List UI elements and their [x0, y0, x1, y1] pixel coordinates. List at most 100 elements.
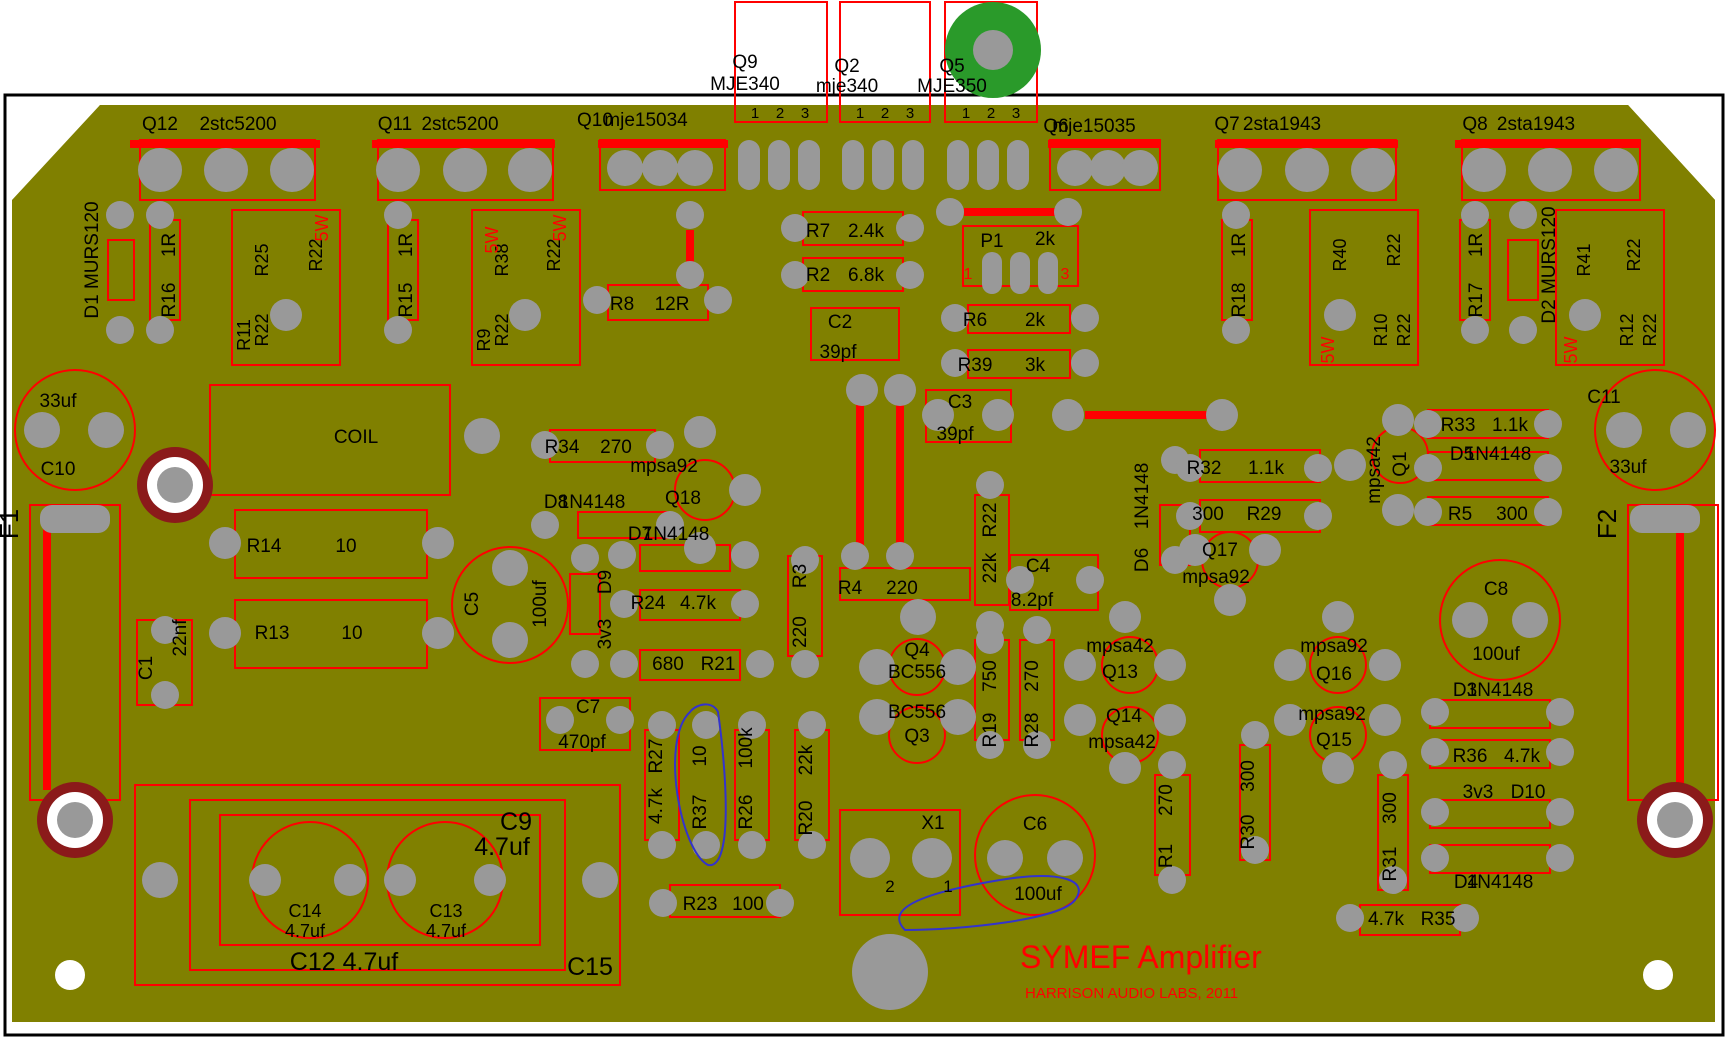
- label-r35: R35: [1421, 909, 1456, 930]
- label-r22vv: 22k: [980, 552, 1001, 583]
- label-p1n3: 3: [1061, 266, 1070, 283]
- label-r34v: 270: [600, 437, 632, 458]
- label-r10: R10: [1371, 313, 1391, 346]
- label-r33: R33: [1441, 415, 1476, 436]
- label-q16a: mpsa92: [1300, 636, 1368, 657]
- label-q8: Q8: [1462, 114, 1487, 135]
- label-c2v: 39pf: [820, 342, 858, 363]
- label-c3v: 39pf: [937, 424, 975, 445]
- label-q3v: BC556: [888, 702, 946, 723]
- label-d9: D9: [595, 570, 616, 594]
- label-r22f: R22: [1394, 313, 1414, 346]
- label-r30: R30: [1238, 815, 1259, 850]
- label-c14: C14: [288, 901, 321, 921]
- label-r19: R19: [980, 713, 1001, 748]
- label-d10a: 3v3: [1463, 782, 1494, 803]
- label-c13: C13: [429, 901, 462, 921]
- label-p1: P1: [980, 231, 1003, 252]
- label-r9: R9: [474, 328, 494, 351]
- label-d2: D2 MURS120: [1539, 206, 1560, 323]
- label-d5v: 1N4148: [1465, 444, 1532, 465]
- label-r36v: 4.7k: [1504, 746, 1540, 767]
- label-d1: D1 MURS120: [82, 201, 103, 318]
- label-r16: R16: [159, 283, 180, 318]
- label-r6: R6: [963, 310, 987, 331]
- label-q6: Q6: [1043, 116, 1068, 137]
- label-c9v: 4.7uf: [474, 833, 530, 861]
- label-q1v: mpsa42: [1364, 436, 1385, 504]
- label-c8v: 100uf: [1472, 644, 1520, 665]
- label-d3: D3: [1453, 680, 1477, 701]
- label-d3v: 1N4148: [1467, 680, 1534, 701]
- label-r17v: 1R: [1466, 233, 1487, 257]
- label-p1c: 1: [962, 105, 970, 122]
- label-c4v: 8.2pf: [1011, 590, 1054, 611]
- label-r4v: 220: [886, 578, 918, 599]
- label-c1v: 22nf: [170, 619, 191, 657]
- label-q2: Q2: [834, 56, 859, 77]
- label-d4v: 1N4148: [1467, 872, 1534, 893]
- label-c5: C5: [462, 592, 483, 616]
- label-r23v: 100: [732, 894, 764, 915]
- label-r19v: 750: [980, 660, 1001, 692]
- label-q7t: 2sta1943: [1243, 114, 1321, 135]
- label-r3: R3: [790, 564, 811, 588]
- label-q6t: mje15035: [1052, 116, 1135, 137]
- label-q18: Q18: [665, 488, 701, 509]
- label-r5v: 300: [1496, 504, 1528, 525]
- label-r14v: 10: [335, 536, 356, 557]
- copper-top-left: [12, 105, 150, 250]
- label-r35v: 4.7k: [1368, 909, 1404, 930]
- label-q4v: BC556: [888, 662, 946, 683]
- label-w5b: 5W: [482, 226, 502, 253]
- label-c5v: 100uf: [530, 580, 551, 628]
- label-q10: Q10: [577, 110, 613, 131]
- label-c2: C2: [828, 312, 852, 333]
- label-p1v: 2k: [1035, 229, 1056, 250]
- label-r3v: 220: [790, 616, 811, 648]
- label-c15: C15: [567, 953, 613, 981]
- label-r1v: 270: [1156, 784, 1177, 816]
- label-r5: R5: [1448, 504, 1472, 525]
- label-d7v: 1N4148: [643, 524, 710, 545]
- label-p3b: 3: [906, 105, 914, 122]
- label-q5: Q5: [939, 56, 964, 77]
- label-r41: R41: [1574, 243, 1594, 276]
- label-r36: R36: [1453, 746, 1488, 767]
- label-q10t: mje15034: [604, 110, 688, 131]
- label-mje350: MJE350: [917, 76, 987, 97]
- label-r23: R23: [683, 894, 718, 915]
- label-r22e: R22: [1384, 233, 1404, 266]
- label-q12: Q12: [142, 114, 178, 135]
- label-mje340a: MJE340: [710, 74, 780, 95]
- label-r22a: R22: [306, 238, 326, 271]
- label-c1: C1: [136, 656, 157, 680]
- label-w5c: 5W: [550, 214, 570, 241]
- label-r22v: R22: [980, 503, 1001, 538]
- label-q3: Q3: [904, 726, 929, 747]
- label-r26v: 100k: [736, 727, 757, 769]
- red-heavy-traces: [43, 140, 1684, 790]
- label-q4: Q4: [904, 640, 930, 661]
- label-r40: R40: [1330, 238, 1350, 271]
- label-c6: C6: [1023, 814, 1047, 835]
- label-r2: R2: [806, 265, 830, 286]
- label-r15v: 1R: [396, 233, 417, 257]
- label-r31v: 300: [1380, 792, 1401, 824]
- hand-annotations: [674, 703, 1080, 932]
- label-r4: R4: [838, 578, 863, 599]
- label-r29: R29: [1247, 504, 1282, 525]
- label-r24v: 4.7k: [680, 593, 716, 614]
- label-w5e: 5W: [1561, 336, 1581, 363]
- label-p1b: 1: [856, 105, 864, 122]
- label-q13a: mpsa42: [1086, 636, 1154, 657]
- label-r14: R14: [247, 536, 282, 557]
- label-q17: Q17: [1202, 540, 1238, 561]
- label-r33v: 1.1k: [1492, 415, 1528, 436]
- label-q12t: 2stc5200: [199, 114, 276, 135]
- label-r24: R24: [631, 593, 666, 614]
- label-r26: R26: [736, 795, 757, 830]
- label-p3c: 3: [1012, 105, 1020, 122]
- label-x1: X1: [921, 813, 944, 834]
